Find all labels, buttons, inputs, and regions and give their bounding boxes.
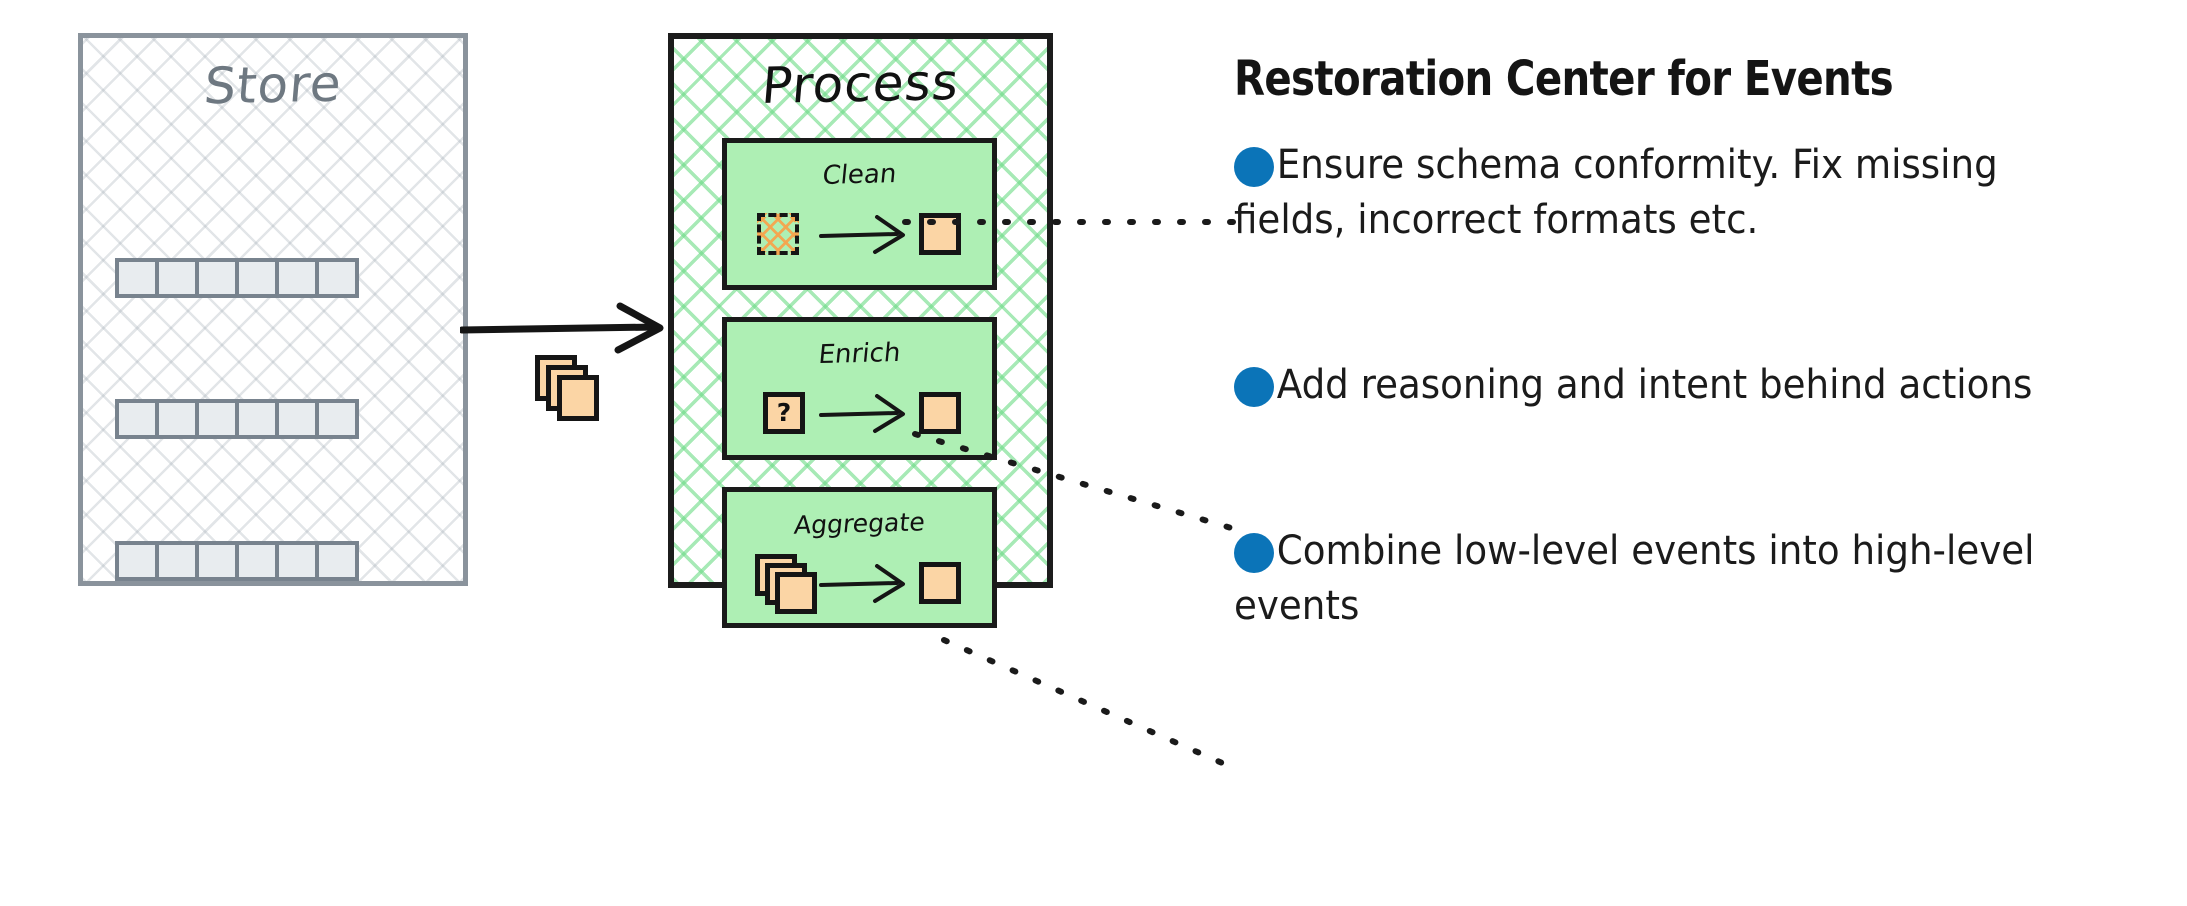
store-cell [115, 258, 159, 298]
store-cell [195, 399, 239, 439]
right-arrow-icon [819, 215, 905, 254]
note-text: Add reasoning and intent behind actions [1276, 362, 2033, 408]
store-cell [155, 399, 199, 439]
hatched-square-icon [757, 213, 799, 255]
note-item: Add reasoning and intent behind actions [1234, 358, 2154, 413]
store-cell [275, 399, 319, 439]
connector-aggregate [941, 637, 1241, 773]
note-item: Ensure schema conformity. Fix missing fi… [1234, 138, 2154, 248]
store-row [115, 399, 359, 439]
note-item: Combine low-level events into high-level… [1234, 524, 2154, 634]
square-icon [919, 562, 961, 604]
store-row [115, 258, 359, 298]
store-cell [275, 541, 319, 581]
store-cell [115, 399, 159, 439]
process-step-aggregate[interactable]: Aggregate [722, 487, 997, 628]
process-step-label: Aggregate [792, 507, 927, 540]
store-cell [235, 399, 279, 439]
process-step-graphic: ? [727, 384, 992, 454]
note-text: Ensure schema conformity. Fix missing fi… [1234, 142, 1998, 244]
card-front [557, 375, 599, 421]
notes-title: Restoration Center for Events [1234, 51, 1894, 107]
process-panel: Process Clean Enrich ? [668, 33, 1053, 628]
notes-panel: Restoration Center for Events Ensure sch… [1234, 51, 2154, 629]
square-icon [919, 213, 961, 255]
question-square-icon: ? [763, 392, 805, 434]
right-arrow-icon [819, 394, 905, 433]
store-cell [315, 541, 359, 581]
store-cell [115, 541, 159, 581]
bullet-icon [1234, 147, 1274, 187]
process-step-graphic [727, 205, 992, 275]
process-step-label: Enrich [817, 337, 902, 371]
process-step-enrich[interactable]: Enrich ? [722, 317, 997, 460]
process-step-label: Clean [821, 159, 898, 191]
note-text: Combine low-level events into high-level… [1234, 528, 2035, 630]
stacked-squares-icon-front [775, 572, 817, 614]
process-panel-title: Process [759, 52, 962, 116]
process-step-graphic [727, 554, 992, 624]
bullet-icon [1234, 367, 1274, 407]
store-cell [155, 258, 199, 298]
store-cell [195, 258, 239, 298]
square-icon [919, 392, 961, 434]
store-cell [275, 258, 319, 298]
store-row [115, 541, 359, 581]
right-arrow-icon [460, 302, 664, 354]
store-cell [195, 541, 239, 581]
process-step-clean[interactable]: Clean [722, 138, 997, 290]
store-panel: Store [78, 33, 468, 586]
right-arrow-icon [819, 564, 905, 603]
store-cell [235, 258, 279, 298]
store-cell [315, 399, 359, 439]
store-cell [155, 541, 199, 581]
store-panel-title: Store [201, 54, 345, 116]
store-cell [235, 541, 279, 581]
bullet-icon [1234, 533, 1274, 573]
store-cell [315, 258, 359, 298]
